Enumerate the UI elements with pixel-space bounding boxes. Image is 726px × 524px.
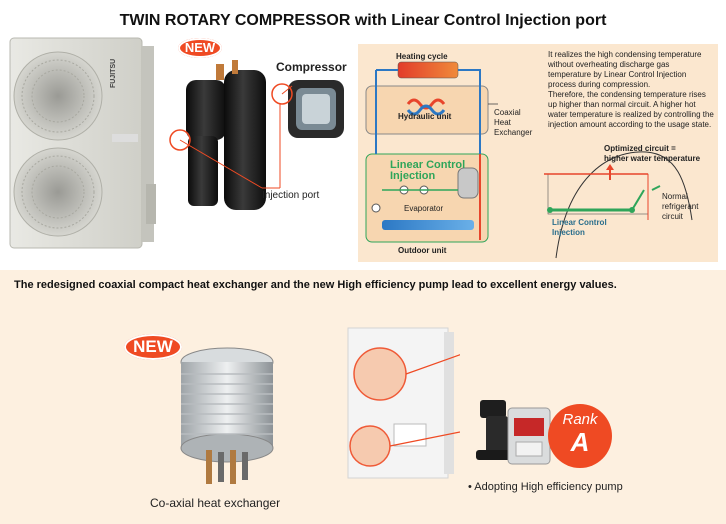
coaxial-exchanger-caption: Co-axial heat exchanger [150, 496, 281, 510]
linear-injection-graph-label: Linear Control Injection [552, 218, 607, 238]
injection-port-label: Injection port [262, 190, 320, 201]
description-line: process during compression. [548, 80, 651, 89]
description-line: up higher than normal circuit. A higher … [548, 100, 696, 109]
heating-cycle-label: Heating cycle [396, 52, 448, 61]
description-line: without overheating discharge gas [548, 60, 670, 69]
hydraulic-unit-label: Hydraulic unit [398, 112, 452, 121]
heating-cycle-diagram [365, 61, 498, 243]
description-line: temperature by Linear Control Injection [548, 70, 687, 79]
coaxial-heat-exchanger-image [180, 347, 274, 484]
outdoor-unit-label: Outdoor unit [398, 246, 447, 255]
rank-letter: A [570, 427, 590, 457]
description-line: water temperature is realized by control… [548, 110, 714, 119]
coaxial-line-1: Coaxial [494, 108, 521, 117]
description-line: Therefore, the condensing temperature ri… [548, 90, 706, 99]
description-text: It realizes the high condensing temperat… [548, 50, 720, 130]
new-badge: NEW [178, 38, 222, 58]
linear-control-line-1: Linear Control [390, 159, 466, 171]
ph-graph [544, 151, 693, 259]
pump-caption: • Adopting High efficiency pump [468, 481, 623, 493]
linear-control-line-2: Injection [390, 170, 436, 182]
normal-line-3: circuit [662, 212, 683, 221]
rank-a-badge: Rank A [548, 404, 612, 468]
new-badge-bottom: NEW [124, 334, 182, 360]
coaxial-line-2: Heat [494, 118, 511, 127]
evaporator-label: Evaporator [404, 204, 444, 213]
linear-graph-line-2: Injection [552, 228, 585, 237]
compressor-image [169, 60, 344, 210]
outdoor-unit-image [9, 37, 156, 249]
linear-control-label: Linear Control Injection [390, 160, 465, 182]
optimized-line-1: Optimized circuit = [604, 144, 676, 153]
normal-line-2: refrigerant [662, 202, 699, 211]
page-title: TWIN ROTARY COMPRESSOR with Linear Contr… [119, 12, 607, 29]
pump-image [476, 400, 551, 465]
normal-circuit-label: Normal refrigerant circuit [662, 192, 698, 222]
optimized-line-2: higher water temperature [604, 154, 701, 163]
linear-graph-line-1: Linear Control [552, 218, 607, 227]
coaxial-exchanger-label: Coaxial Heat Exchanger [494, 108, 532, 138]
bottom-heading: The redesigned coaxial compact heat exch… [14, 279, 617, 291]
rank-word: Rank [562, 411, 598, 428]
optimized-circuit-label: Optimized circuit = higher water tempera… [604, 144, 700, 164]
coaxial-line-3: Exchanger [494, 128, 533, 137]
description-line: injection amount according to the usage … [548, 120, 712, 129]
description-line: It realizes the high condensing temperat… [548, 50, 702, 59]
normal-line-1: Normal [662, 192, 688, 201]
outdoor-unit-brand: FUJITSU [110, 58, 117, 88]
hydraulic-unit-image [347, 327, 460, 479]
compressor-label: Compressor [276, 60, 347, 74]
